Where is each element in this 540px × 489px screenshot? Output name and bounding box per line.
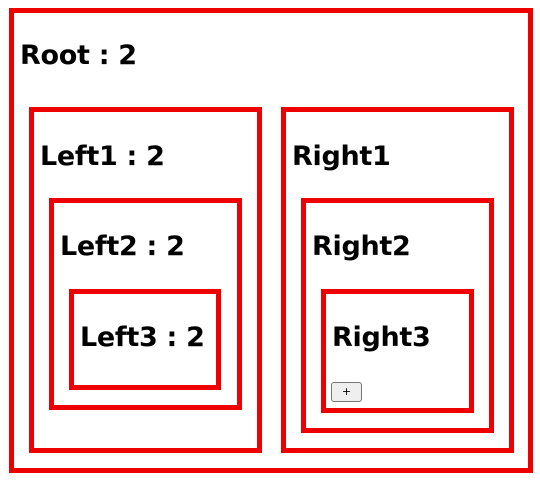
left1-label: Left1 : 2 bbox=[40, 141, 165, 172]
root-label: Root : 2 bbox=[20, 40, 137, 71]
left2-label: Left2 : 2 bbox=[60, 231, 185, 262]
right2-label: Right2 bbox=[312, 231, 411, 262]
left3-box bbox=[69, 289, 221, 390]
left3-label: Left3 : 2 bbox=[80, 322, 205, 353]
right1-label: Right1 bbox=[292, 141, 391, 172]
add-button[interactable]: + bbox=[331, 382, 362, 402]
right3-label: Right3 bbox=[332, 322, 431, 353]
